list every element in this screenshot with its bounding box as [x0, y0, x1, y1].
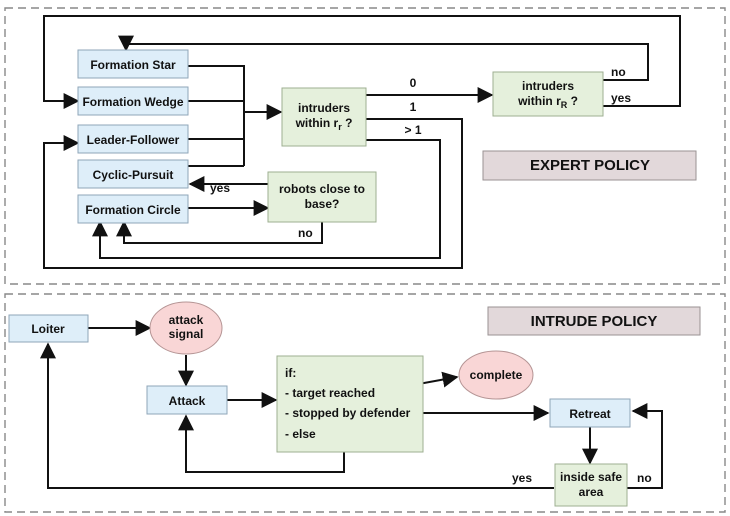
- retreat-label: Retreat: [569, 407, 610, 421]
- edge-yes-to-loiter: [40, 342, 554, 489]
- if-block-box: [276, 355, 424, 453]
- edge-label-yes-base: yes: [210, 181, 230, 195]
- loiter-box: [8, 314, 89, 343]
- edge-label-yes-safe: yes: [512, 471, 532, 485]
- intruders-rr-line1: intruders: [298, 101, 350, 115]
- edge-label-no-top: no: [611, 65, 626, 79]
- edge-label-one: 1: [410, 100, 417, 114]
- leader-follower-label: Leader-Follower: [87, 133, 180, 147]
- edge-label-no-base: no: [298, 226, 313, 240]
- if-block-line3: - else: [285, 427, 316, 441]
- intruders-rR-line2: within rR ?: [517, 94, 578, 110]
- complete-label: complete: [470, 368, 523, 382]
- expert-policy-title: EXPERT POLICY: [530, 157, 650, 174]
- formation-wedge-box: [77, 86, 189, 116]
- formation-star-label: Formation Star: [90, 58, 176, 72]
- formation-wedge-label: Formation Wedge: [82, 95, 183, 109]
- if-block-line2: - stopped by defender: [285, 406, 411, 420]
- edge-star-to-bus: [188, 65, 245, 166]
- cyclic-pursuit-box: [77, 159, 189, 189]
- edge-yes-to-formation-wedge: [43, 15, 681, 109]
- inside-safe-box: [554, 463, 628, 507]
- expert-policy-title-box: [482, 150, 697, 181]
- expert-edges: [43, 15, 681, 269]
- intruders-rR-line1: intruders: [522, 79, 574, 93]
- attack-signal-line1: attack: [169, 313, 204, 327]
- robots-close-line2: base?: [305, 197, 340, 211]
- loiter-label: Loiter: [31, 322, 65, 336]
- edge-label-zero: 0: [410, 76, 417, 90]
- robots-close-box: [267, 171, 377, 223]
- cyclic-pursuit-label: Cyclic-Pursuit: [93, 168, 174, 182]
- complete-node: [458, 350, 534, 400]
- formation-star-box: [77, 49, 189, 79]
- edge-label-no-safe: no: [637, 471, 652, 485]
- formation-circle-box: [77, 194, 189, 224]
- edge-more-to-formation-circle: [92, 139, 441, 259]
- intrude-policy-title: INTRUDE POLICY: [531, 313, 658, 330]
- intrude-policy-title-box: [487, 306, 701, 336]
- attack-box: [146, 385, 228, 415]
- edge-no-to-formation-circle: [116, 220, 323, 244]
- expert-policy-panel: [4, 7, 726, 285]
- attack-signal-line2: signal: [169, 327, 204, 341]
- if-block-header: if:: [285, 366, 296, 380]
- edge-one-to-leader-follower: [43, 118, 463, 269]
- intruders-rr-box: [281, 87, 367, 147]
- attack-signal-node: [149, 301, 223, 355]
- intruders-rR-box: [492, 71, 604, 117]
- retreat-box: [549, 398, 631, 428]
- leader-follower-box: [77, 124, 189, 154]
- attack-label: Attack: [169, 394, 206, 408]
- if-block-line1: - target reached: [285, 386, 375, 400]
- formation-circle-label: Formation Circle: [85, 203, 181, 217]
- edge-label-yes-top: yes: [611, 91, 631, 105]
- robots-close-line1: robots close to: [279, 182, 365, 196]
- inside-safe-line1: inside safe: [560, 470, 622, 484]
- intruders-rr-line2: within rr ?: [295, 116, 353, 132]
- edge-no-to-retreat: [627, 403, 663, 489]
- edge-label-more: > 1: [404, 123, 421, 137]
- inside-safe-line2: area: [579, 485, 604, 499]
- edge-no-to-formation-star: [118, 35, 649, 81]
